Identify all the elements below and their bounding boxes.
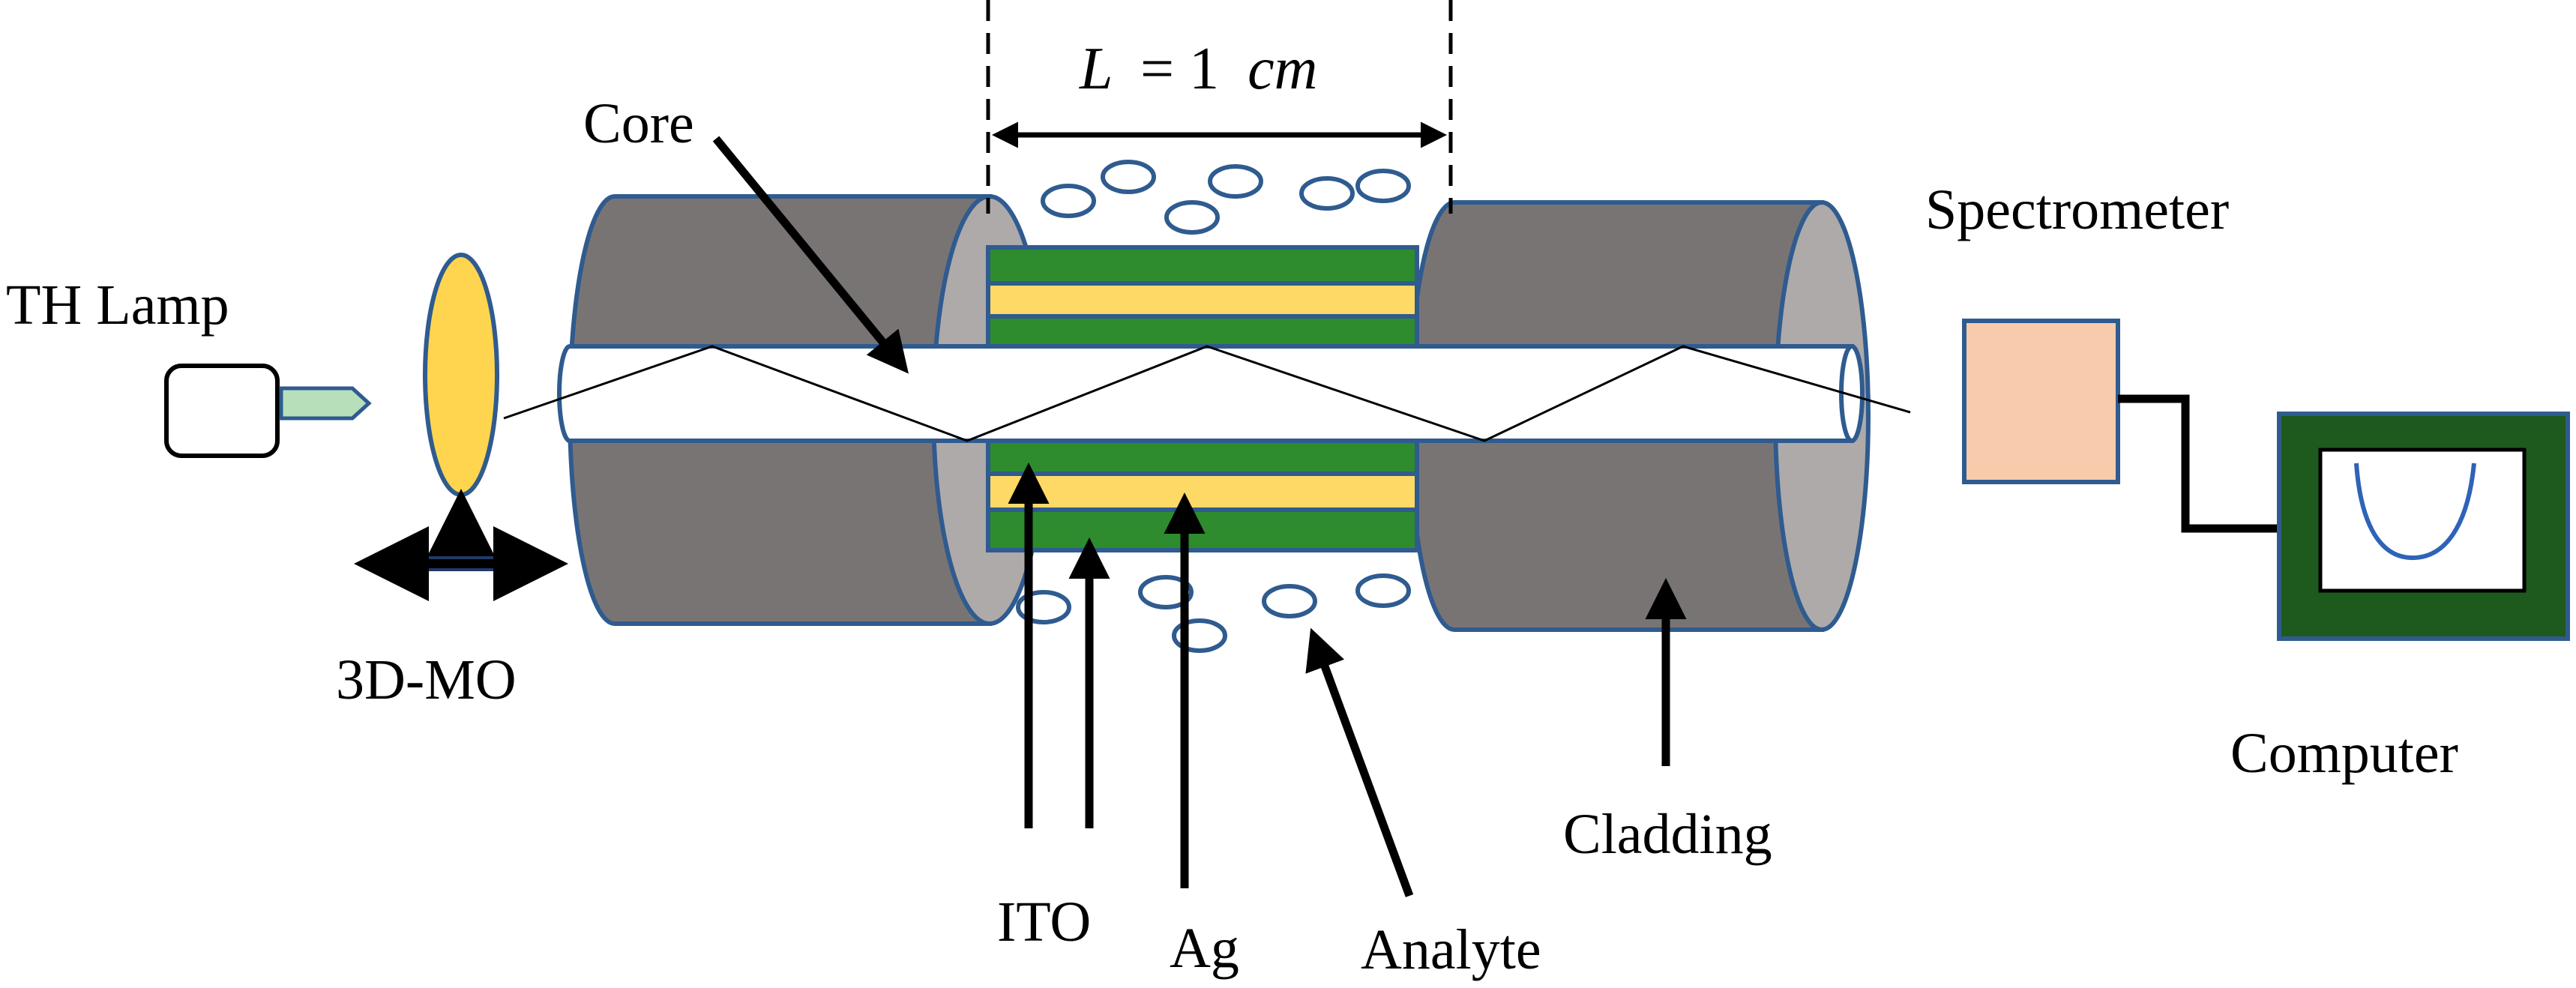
bottom-ito-inner-layer (986, 439, 1419, 476)
analyte-particle (1041, 184, 1096, 218)
top-coating-layers (986, 245, 1419, 349)
analyte-particle (1101, 160, 1156, 194)
ag-label: Ag (1170, 917, 1239, 980)
analyte-particles-top (1041, 160, 1411, 235)
analyte-arrow (1305, 627, 1414, 897)
core-label: Core (583, 92, 694, 155)
light-ray-path (503, 345, 1911, 442)
computer-monitor-icon (2277, 412, 2570, 641)
cladding-label: Cladding (1563, 803, 1772, 866)
analyte-particle (1355, 573, 1411, 608)
spectrometer-box-icon (1962, 319, 2120, 484)
th-lamp-label: TH Lamp (6, 274, 229, 337)
three-d-mo-label: 3D-MO (336, 648, 517, 711)
spectrum-curve-icon (2354, 463, 2476, 561)
computer-screen (2318, 448, 2527, 593)
top-ito-layer (986, 245, 1419, 286)
analyte-particle (1208, 164, 1263, 199)
analyte-particle (1164, 200, 1220, 235)
analyte-particle (1262, 584, 1317, 618)
bottom-ito-layer (986, 507, 1419, 552)
analyte-particles-bottom (1016, 573, 1411, 653)
three-d-mo-mount-icon (354, 489, 568, 601)
analyte-particle (1138, 575, 1194, 609)
core-arrow (712, 136, 909, 374)
computer-label: Computer (2230, 722, 2458, 785)
fiber-core (557, 344, 1865, 443)
analyte-label: Analyte (1361, 918, 1541, 981)
lens-icon (423, 253, 499, 497)
length-label: L = 1 cm (1079, 36, 1317, 102)
bottom-ag-layer (986, 472, 1419, 512)
spectrometer-computer-cable (2118, 394, 2279, 533)
bottom-coating-layers (986, 439, 1419, 552)
analyte-particle (1355, 169, 1411, 203)
lamp-icon (164, 364, 372, 458)
analyte-particle (1299, 176, 1355, 211)
top-ag-layer (986, 281, 1419, 319)
top-ito-inner-layer (986, 314, 1419, 349)
spectrometer-label: Spectrometer (1925, 178, 2229, 241)
ito-label: ITO (997, 891, 1091, 954)
fiber-core-end (1839, 344, 1865, 443)
